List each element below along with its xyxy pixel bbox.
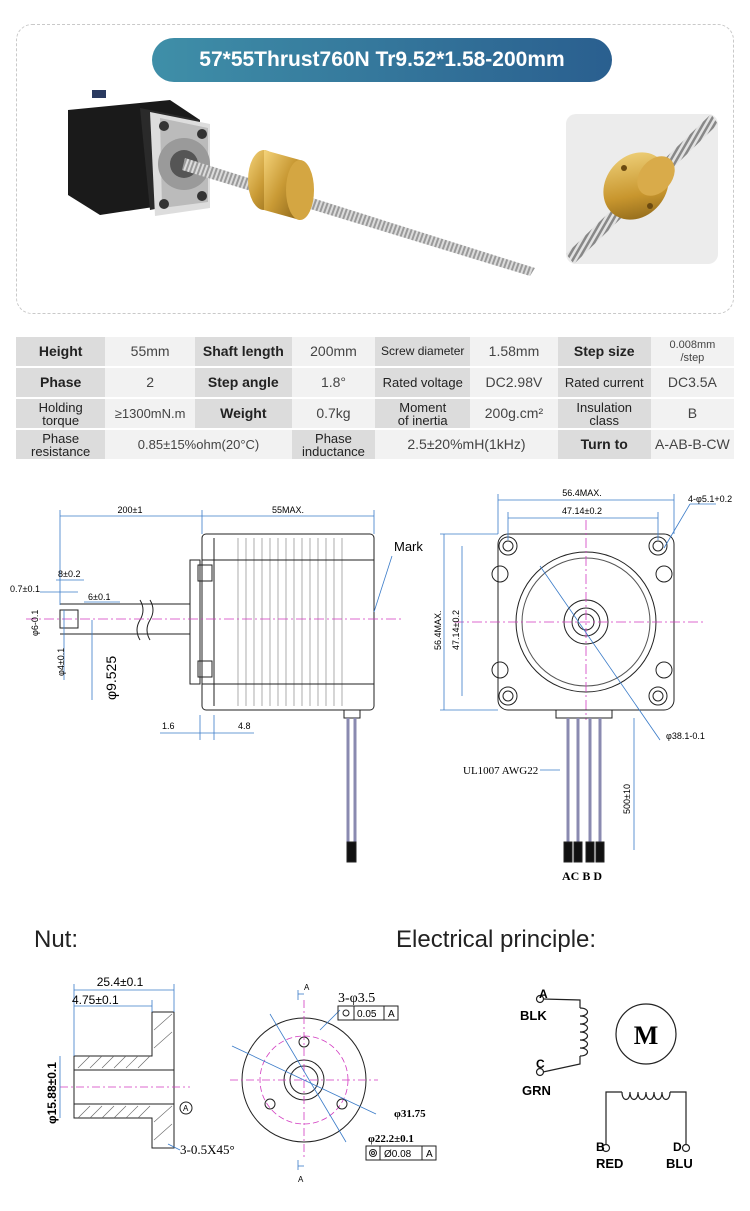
dim-hole-spacing-vertical: 47.14±0.2 xyxy=(451,610,461,650)
terminal-c: C xyxy=(536,1057,545,1071)
spec-key: Screw diameter xyxy=(375,337,471,366)
spec-key: Height xyxy=(16,337,106,366)
motor-photo xyxy=(68,90,535,276)
dim-phi-38-1: φ38.1-0.1 xyxy=(666,731,705,741)
nut-closeup-photo xyxy=(566,114,718,264)
spec-key: Weight xyxy=(194,399,292,428)
wire-color-blk: BLK xyxy=(520,1008,547,1023)
spec-value: 1.8° xyxy=(291,368,376,397)
dim-phi-31-75: φ31.75 xyxy=(394,1108,426,1120)
spec-key: Step size xyxy=(557,337,651,366)
dim-0-7: 0.7±0.1 xyxy=(10,584,40,594)
side-view-drawing xyxy=(26,510,404,863)
wire-color-grn: GRN xyxy=(522,1083,551,1098)
spec-value: DC3.5A xyxy=(650,368,734,397)
dim-4-8: 4.8 xyxy=(238,721,251,731)
dim-phi-4: φ4±0.1 xyxy=(56,648,66,676)
spec-key: Moment of inertia xyxy=(375,399,471,428)
spec-value: A-AB-B-CW xyxy=(650,430,734,459)
dim-mounting-holes: 4-φ5.1+0.2 xyxy=(688,494,732,504)
spec-value: DC2.98V xyxy=(470,368,558,397)
dim-flange-thickness: 4.75±0.1 xyxy=(72,993,119,1007)
dim-wire-length: 500±10 xyxy=(622,784,632,814)
dim-hole-spacing: 47.14±0.2 xyxy=(562,506,602,516)
spec-key: Rated voltage xyxy=(375,368,471,397)
spec-value: ≥1300mN.m xyxy=(105,399,195,428)
terminal-a: A xyxy=(539,987,548,1001)
nut-section-drawing xyxy=(59,984,437,1170)
spec-key: Shaft length xyxy=(194,337,292,366)
dim-width-max: 56.4MAX. xyxy=(562,488,602,498)
spec-key: Rated current xyxy=(557,368,651,397)
dim-body-length: 55MAX. xyxy=(272,505,304,515)
product-title: 57*55Thrust760N Tr9.52*1.58-200mm xyxy=(152,38,612,82)
spec-table: Height 55mm Shaft length 200mm Screw dia… xyxy=(16,335,734,461)
spec-key: Phase resistance xyxy=(16,430,106,459)
concentricity-tolerance: Ø0.08 xyxy=(384,1149,412,1160)
position-tolerance: 0.05 xyxy=(357,1009,377,1020)
section-label-top: A xyxy=(304,983,310,992)
spec-value: 0.7kg xyxy=(291,399,376,428)
spec-key: Turn to xyxy=(557,430,651,459)
front-view-drawing xyxy=(440,494,716,863)
dim-shaft-length: 200±1 xyxy=(118,505,143,515)
wire-color-red: RED xyxy=(596,1156,623,1171)
dim-1-6: 1.6 xyxy=(162,721,175,731)
spec-value: B xyxy=(650,399,734,428)
spec-key: Holding torque xyxy=(16,399,106,428)
spec-value: 55mm xyxy=(105,337,195,366)
mark-label: Mark xyxy=(394,539,423,554)
spec-value: 1.58mm xyxy=(470,337,558,366)
table-row: Holding torque ≥1300mN.m Weight 0.7kg Mo… xyxy=(16,399,734,428)
dim-phi-22-2: φ22.2±0.1 xyxy=(368,1133,414,1145)
electrical-diagram xyxy=(535,994,691,1153)
dim-nut-length: 25.4±0.1 xyxy=(97,975,144,989)
nut-heading: Nut: xyxy=(34,926,79,953)
wire-labels: AC B D xyxy=(562,869,602,883)
terminal-d: D xyxy=(673,1140,682,1154)
concentricity-datum: A xyxy=(426,1149,433,1160)
table-row: Height 55mm Shaft length 200mm Screw dia… xyxy=(16,337,734,366)
table-row: Phase resistance 0.85±15%ohm(20°C) Phase… xyxy=(16,430,734,459)
terminal-b: B xyxy=(596,1140,605,1154)
dim-6: 6±0.1 xyxy=(88,592,110,602)
spec-key: Phase xyxy=(16,368,106,397)
dim-phi-9525: φ9.525 xyxy=(103,656,119,700)
chamfer-note: 3-0.5X45° xyxy=(180,1142,235,1157)
wire-spec: UL1007 AWG22 xyxy=(463,765,538,777)
spec-key: Phase inductance xyxy=(291,430,376,459)
spec-value: 0.008mm /step xyxy=(650,337,734,366)
dim-height-max: 56.4MAX. xyxy=(433,610,443,650)
tolerance-datum: A xyxy=(388,1009,395,1020)
dim-8: 8±0.2 xyxy=(58,569,80,579)
dim-phi-6: φ6-0.1 xyxy=(30,610,40,636)
wire-color-blu: BLU xyxy=(666,1156,693,1171)
spec-value: 2 xyxy=(105,368,195,397)
dim-phi-15-88: φ15.88±0.1 xyxy=(45,1062,59,1124)
motor-symbol-letter: M xyxy=(634,1021,659,1050)
spec-value: 2.5±20%mH(1kHz) xyxy=(375,430,558,459)
holes-note: 3-φ3.5 xyxy=(338,991,375,1006)
section-label-bottom: A xyxy=(298,1175,304,1184)
spec-value: 200mm xyxy=(291,337,376,366)
table-row: Phase 2 Step angle 1.8° Rated voltage DC… xyxy=(16,368,734,397)
spec-key: Step angle xyxy=(194,368,292,397)
spec-value: 0.85±15%ohm(20°C) xyxy=(105,430,292,459)
datum-a-marker: A xyxy=(183,1104,189,1113)
electrical-heading: Electrical principle: xyxy=(396,926,597,953)
spec-key: Insulation class xyxy=(557,399,651,428)
hero-panel xyxy=(16,24,734,314)
spec-value: 200g.cm² xyxy=(470,399,558,428)
